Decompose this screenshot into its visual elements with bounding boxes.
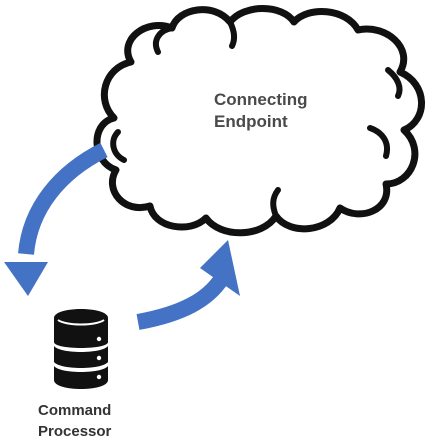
curved-arrow-up-icon (136, 240, 240, 330)
command-processor-label: Command Processor (38, 400, 111, 442)
cloud-label-line1: Connecting (214, 90, 308, 109)
cloud-shape (93, 5, 425, 237)
cloud-label-line2: Endpoint (214, 112, 288, 131)
curved-arrow-down-icon (4, 142, 108, 296)
database-icon (54, 309, 108, 389)
db-label-line1: Command (38, 402, 112, 419)
db-label-line2: Processor (38, 423, 112, 440)
connecting-endpoint-label: Connecting Endpoint (214, 89, 308, 133)
